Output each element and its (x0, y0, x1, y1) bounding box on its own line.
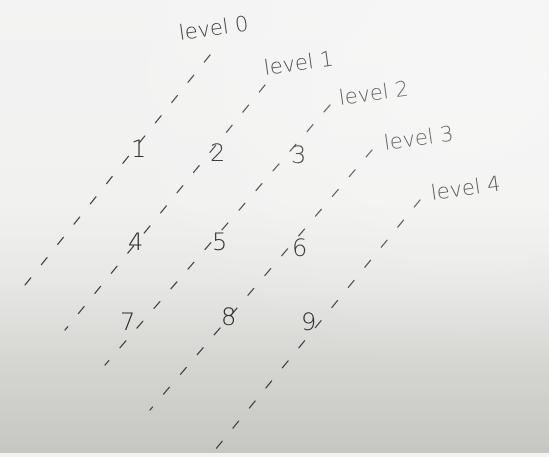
cell-number-7: 7 (120, 308, 135, 336)
diagonal-line-level-4 (214, 199, 421, 451)
level-label-4: level 4 (429, 171, 502, 205)
diagonal-line-level-1 (64, 84, 266, 331)
level-label-1: level 1 (262, 46, 335, 80)
level-label-3: level 3 (382, 121, 455, 155)
cell-number-9: 9 (301, 308, 316, 336)
diagonal-line-level-3 (149, 149, 373, 411)
cell-number-2: 2 (210, 139, 225, 167)
cell-number-6: 6 (292, 234, 307, 262)
diagonal-line-level-0 (24, 54, 211, 286)
cell-number-1: 1 (131, 135, 146, 163)
cell-number-4: 4 (128, 228, 143, 256)
level-label-0: level 0 (177, 11, 250, 45)
cell-number-8: 8 (221, 303, 236, 331)
cell-number-5: 5 (212, 228, 227, 256)
level-label-2: level 2 (337, 76, 410, 110)
diagonal-line-level-2 (104, 104, 331, 366)
cell-number-3: 3 (291, 141, 306, 169)
